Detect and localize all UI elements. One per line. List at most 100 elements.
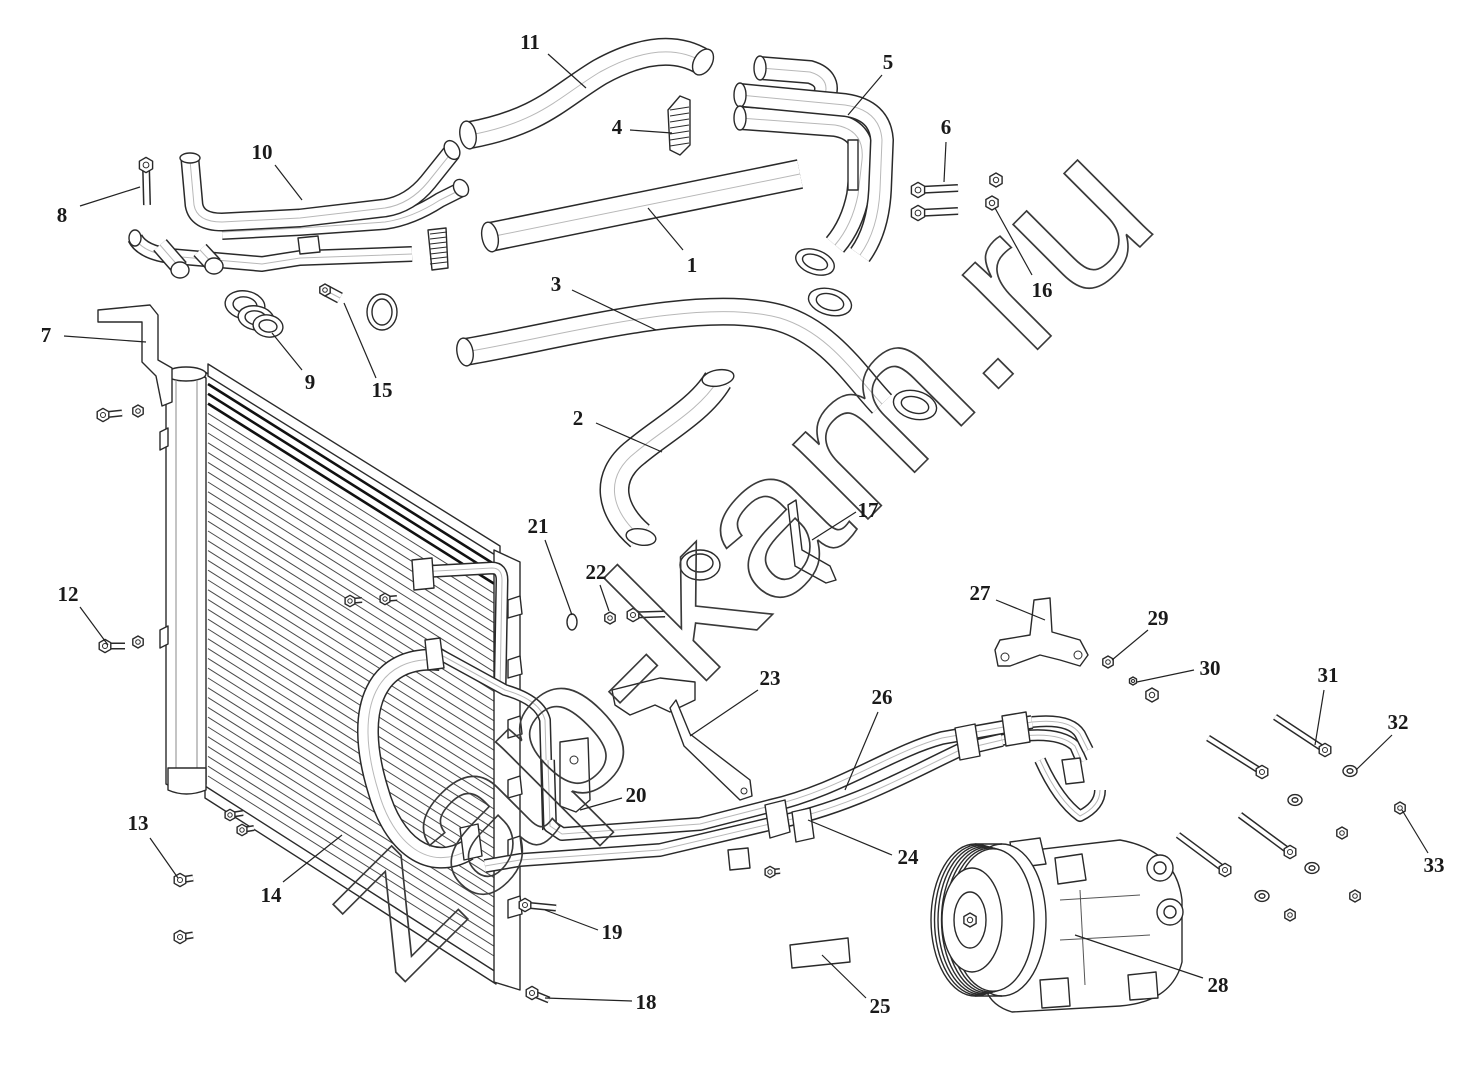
part-10-pipe-assembly-line — [429, 241, 448, 245]
part-14-condenser-line — [207, 726, 495, 908]
part-14-condenser-line — [207, 491, 495, 673]
part-15-fitting — [319, 283, 343, 304]
line-couplings-outline — [764, 799, 791, 839]
leader-line-8 — [79, 186, 141, 207]
part-14-condenser-line — [207, 471, 495, 653]
part-17-bracket — [787, 499, 837, 584]
part-11-hose — [459, 37, 715, 150]
part-14-condenser-line — [207, 677, 495, 859]
part-10-pipe-assembly-highlight — [189, 151, 453, 223]
part-6-bolts-hole — [914, 186, 922, 194]
hose-clamp-ring-ellipse — [371, 298, 393, 326]
part-3-hose — [456, 297, 893, 414]
part-23-bracket-outline — [669, 699, 753, 801]
callout-layer: 1 2 3 4 5 6 7 8 9 10 11 12 13 14 15 16 1 — [41, 30, 1445, 1018]
callout-5: 5 — [883, 50, 894, 74]
part-26-line — [541, 715, 1034, 841]
part-20-bracket-outline — [559, 737, 591, 813]
part-3-clamp — [892, 389, 938, 421]
part-22-nut-bolt-hole — [630, 612, 636, 618]
part-14-condenser-line — [207, 648, 495, 830]
callout-10: 10 — [252, 140, 273, 164]
part-31-bolts-body — [1273, 715, 1327, 752]
part-14-condenser-line — [207, 530, 495, 712]
part-28-compressor-outline — [963, 912, 977, 928]
part-7-bracket-outline — [97, 304, 173, 407]
part-5-hoses-highlight — [739, 117, 863, 246]
part-6-bolts-outline — [910, 181, 926, 199]
part-25-label-outline — [789, 937, 851, 969]
part-14-condenser-line — [207, 579, 495, 761]
part-30-nuts-outline — [1145, 687, 1159, 703]
part-33-nuts-outline — [1349, 889, 1361, 903]
leader-line-22 — [599, 584, 610, 612]
callout-7: 7 — [41, 323, 52, 347]
part-4-clip-line — [669, 118, 690, 123]
part-13-bolts — [173, 808, 255, 945]
part-14-condenser-outline — [507, 715, 523, 739]
leader-line-28 — [1074, 934, 1204, 979]
part-28-compressor-ellipse — [1153, 861, 1167, 875]
part-30-nuts-hole — [1148, 691, 1156, 699]
part-14-condenser-line — [207, 559, 495, 741]
condenser-pipes-outline — [411, 557, 435, 591]
part-8-bolt — [138, 156, 154, 206]
part-8-bolt-hole — [142, 161, 150, 169]
leader-line-26 — [844, 711, 879, 791]
part-14-condenser-line — [207, 452, 495, 634]
line-couplings-outline — [727, 847, 751, 871]
callout-29: 29 — [1148, 606, 1169, 630]
callout-33: 33 — [1424, 853, 1445, 877]
condenser-pipes-highlight — [367, 659, 469, 859]
part-4-clip-line — [669, 124, 690, 129]
part-10-pipe-assembly-line — [429, 236, 448, 240]
part-20-bracket — [559, 737, 591, 813]
condenser-bolts-hole — [382, 596, 388, 602]
leader-line-17 — [811, 511, 857, 541]
part-12-bolt-outline — [132, 635, 144, 649]
part-14-condenser-outline — [507, 595, 523, 619]
part-13-bolts-hole — [177, 934, 183, 940]
leader-line-23 — [689, 689, 759, 737]
part-31-bolts-outline — [1283, 844, 1297, 860]
callout-31: 31 — [1318, 663, 1339, 687]
part-16-nuts-outline — [985, 195, 999, 211]
part-2-hose-highlight — [613, 379, 719, 537]
part-12-bolt-hole — [102, 643, 108, 649]
leader-line-10 — [274, 164, 303, 201]
part-14-condenser-line — [207, 687, 495, 869]
part-14-condenser-outline — [507, 895, 523, 919]
part-29-nut-hole — [1105, 659, 1111, 665]
part-18-bolt-outline — [525, 985, 539, 1001]
part-14-condenser-line — [207, 550, 495, 732]
line-couplings-highlight — [1039, 759, 1101, 817]
leader-line-3 — [571, 289, 657, 331]
part-31-bolts-outline — [1255, 764, 1269, 780]
leader-line-11 — [547, 53, 587, 89]
line-couplings-outline — [954, 723, 981, 761]
part-16-nuts — [985, 172, 1003, 211]
leader-line-30 — [1136, 669, 1195, 683]
part-16-nuts-hole — [992, 176, 1000, 184]
callout-21: 21 — [528, 514, 549, 538]
leader-line-33 — [1401, 809, 1429, 854]
condenser-pipes-outline — [459, 823, 483, 861]
callout-9: 9 — [305, 370, 316, 394]
part-27-bracket-hole — [1073, 650, 1083, 660]
part-14-condenser-line — [207, 608, 495, 790]
part-14-condenser-outline — [159, 625, 169, 649]
part-28-compressor-ellipse — [1163, 905, 1177, 919]
part-10-pipe-assembly-ellipse — [128, 229, 142, 247]
part-22-nut-bolt-outline — [626, 607, 640, 623]
part-14-condenser-line — [207, 618, 495, 800]
condenser-pipes-highlight — [431, 649, 549, 831]
leader-line-2 — [595, 422, 663, 453]
callout-1: 1 — [687, 253, 698, 277]
part-31-bolts-body — [1238, 813, 1292, 854]
part-29-nut — [1102, 655, 1114, 669]
part-19-bolt — [518, 897, 557, 913]
callout-26: 26 — [872, 685, 893, 709]
part-12-bolt — [98, 635, 144, 654]
part-33-nuts-hole — [1397, 805, 1403, 811]
part-10-pipe-assembly-line — [429, 256, 448, 260]
